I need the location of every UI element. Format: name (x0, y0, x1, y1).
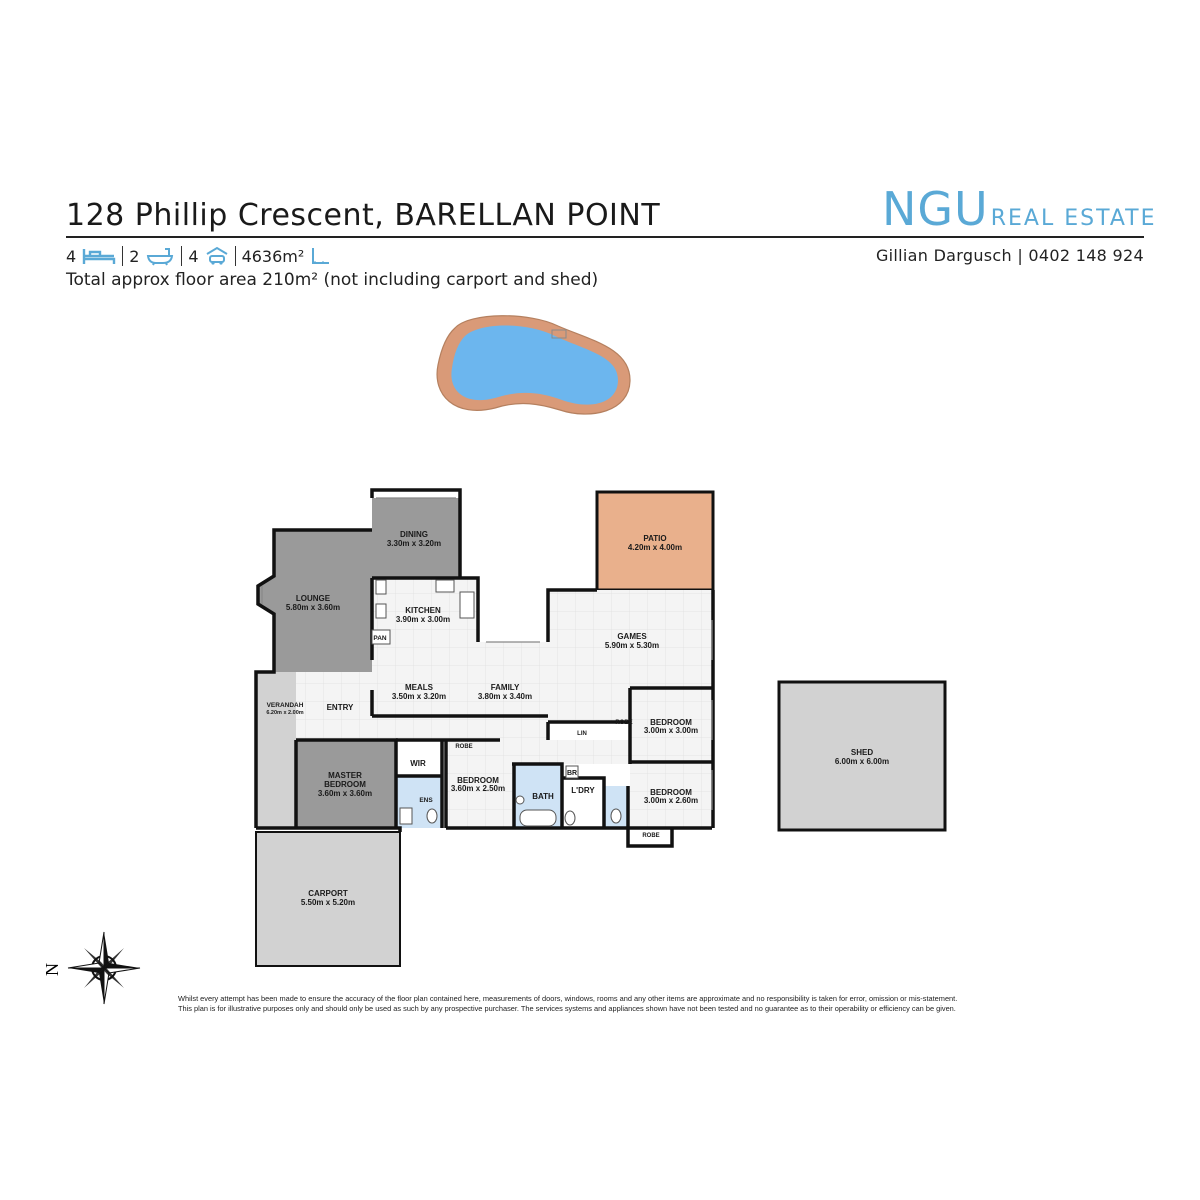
stat-separator (122, 246, 124, 266)
disclaimer: Whilst every attempt has been made to en… (178, 994, 1078, 1014)
br-label: BR (567, 770, 577, 777)
robe-label-3: ROBE (642, 833, 659, 839)
stat-separator (234, 246, 236, 266)
master-bedroom-size: 3.60m x 3.60m (318, 789, 372, 798)
header-divider (66, 236, 1144, 238)
carport-label: CARPORT (308, 889, 348, 898)
family-label: FAMILY (491, 683, 520, 692)
kitchen-label: KITCHEN (405, 606, 441, 615)
games-size: 5.90m x 5.30m (605, 641, 659, 650)
compass-rose-icon (67, 931, 141, 1005)
meals-label: MEALS (405, 683, 434, 692)
bedroom-3-area (630, 688, 712, 762)
logo-sub: REAL ESTATE (990, 206, 1157, 231)
bedroom-3-label: BEDROOM (650, 718, 692, 727)
bedroom-3-size: 3.00m x 3.00m (644, 726, 698, 735)
ensuite-label: ENS (419, 797, 433, 804)
master-bedroom-area (296, 740, 396, 828)
car-icon (205, 246, 229, 266)
games-label: GAMES (617, 632, 647, 641)
compass-north-label: N (42, 963, 62, 976)
dining-area (372, 498, 460, 578)
land-area: 4636m² (241, 246, 305, 266)
patio-label: PATIO (643, 534, 666, 543)
linen-label: LIN (577, 731, 587, 737)
stat-separator (181, 246, 183, 266)
master-bedroom-label-2: BEDROOM (324, 780, 366, 789)
entry-area (296, 672, 372, 740)
property-address: 128 Phillip Crescent, BARELLAN POINT (66, 198, 661, 233)
robe-label-2: ROBE (615, 720, 632, 726)
carport-size: 5.50m x 5.20m (301, 898, 355, 907)
lounge-area (258, 530, 372, 672)
agency-logo: NGU REAL ESTATE (882, 182, 1157, 236)
dining-size: 3.30m x 3.20m (387, 539, 441, 548)
wir-area (396, 750, 442, 776)
disclaimer-line-2: This plan is for illustrative purposes o… (178, 1004, 956, 1013)
kitchen-size: 3.90m x 3.00m (396, 615, 450, 624)
bathroom-count: 2 (129, 246, 140, 266)
lounge-label: LOUNGE (296, 594, 331, 603)
bedroom-2-label: BEDROOM (457, 776, 499, 785)
logo-main: NGU (882, 182, 989, 236)
entry-label: ENTRY (327, 703, 354, 712)
property-stats: 4 2 4 4636m² (66, 244, 332, 268)
shed-area (777, 680, 947, 832)
verandah-size: 6.20m x 2.00m (266, 710, 303, 716)
patio-size: 4.20m x 4.00m (628, 543, 682, 552)
robe-label: ROBE (455, 744, 472, 750)
dining-label: DINING (400, 530, 428, 539)
wir-label: WIR (410, 759, 426, 768)
verandah-area (256, 672, 296, 828)
bath-icon (145, 246, 175, 266)
disclaimer-line-1: Whilst every attempt has been made to en… (178, 994, 958, 1003)
bedroom-4-area (630, 764, 712, 828)
car-count: 4 (188, 246, 199, 266)
laundry-label: L'DRY (571, 786, 595, 795)
lounge-size: 5.80m x 3.60m (286, 603, 340, 612)
master-bedroom-label: MASTER (328, 771, 362, 780)
swimming-pool (436, 315, 631, 415)
window-marks (261, 497, 713, 810)
hallway-area (512, 740, 630, 764)
bathroom-fixtures (399, 765, 622, 827)
agent-contact: Gillian Dargusch | 0402 148 924 (875, 246, 1144, 265)
bath-label: BATH (532, 792, 554, 801)
pantry-label: PAN (373, 635, 387, 642)
shed-size: 6.00m x 6.00m (835, 757, 889, 766)
family-size: 3.80m x 3.40m (478, 692, 532, 701)
patio-area (595, 490, 715, 592)
walls (254, 488, 715, 848)
bedroom-2-size: 3.60m x 2.50m (451, 784, 505, 793)
shed-label: SHED (851, 748, 873, 757)
bedroom-4-size: 3.00m x 2.60m (644, 796, 698, 805)
land-icon (310, 246, 332, 266)
bedroom-4-label: BEDROOM (650, 788, 692, 797)
bedroom-2-area (446, 740, 512, 828)
carport-area (255, 831, 401, 967)
meals-size: 3.50m x 3.20m (392, 692, 446, 701)
bedroom-count: 4 (66, 246, 77, 266)
floor-area-note: Total approx floor area 210m² (not inclu… (66, 270, 599, 290)
verandah-label: VERANDAH (267, 702, 304, 709)
bed-icon (82, 246, 116, 266)
living-tiled-area (372, 578, 712, 740)
kitchen-fixtures (371, 579, 475, 645)
